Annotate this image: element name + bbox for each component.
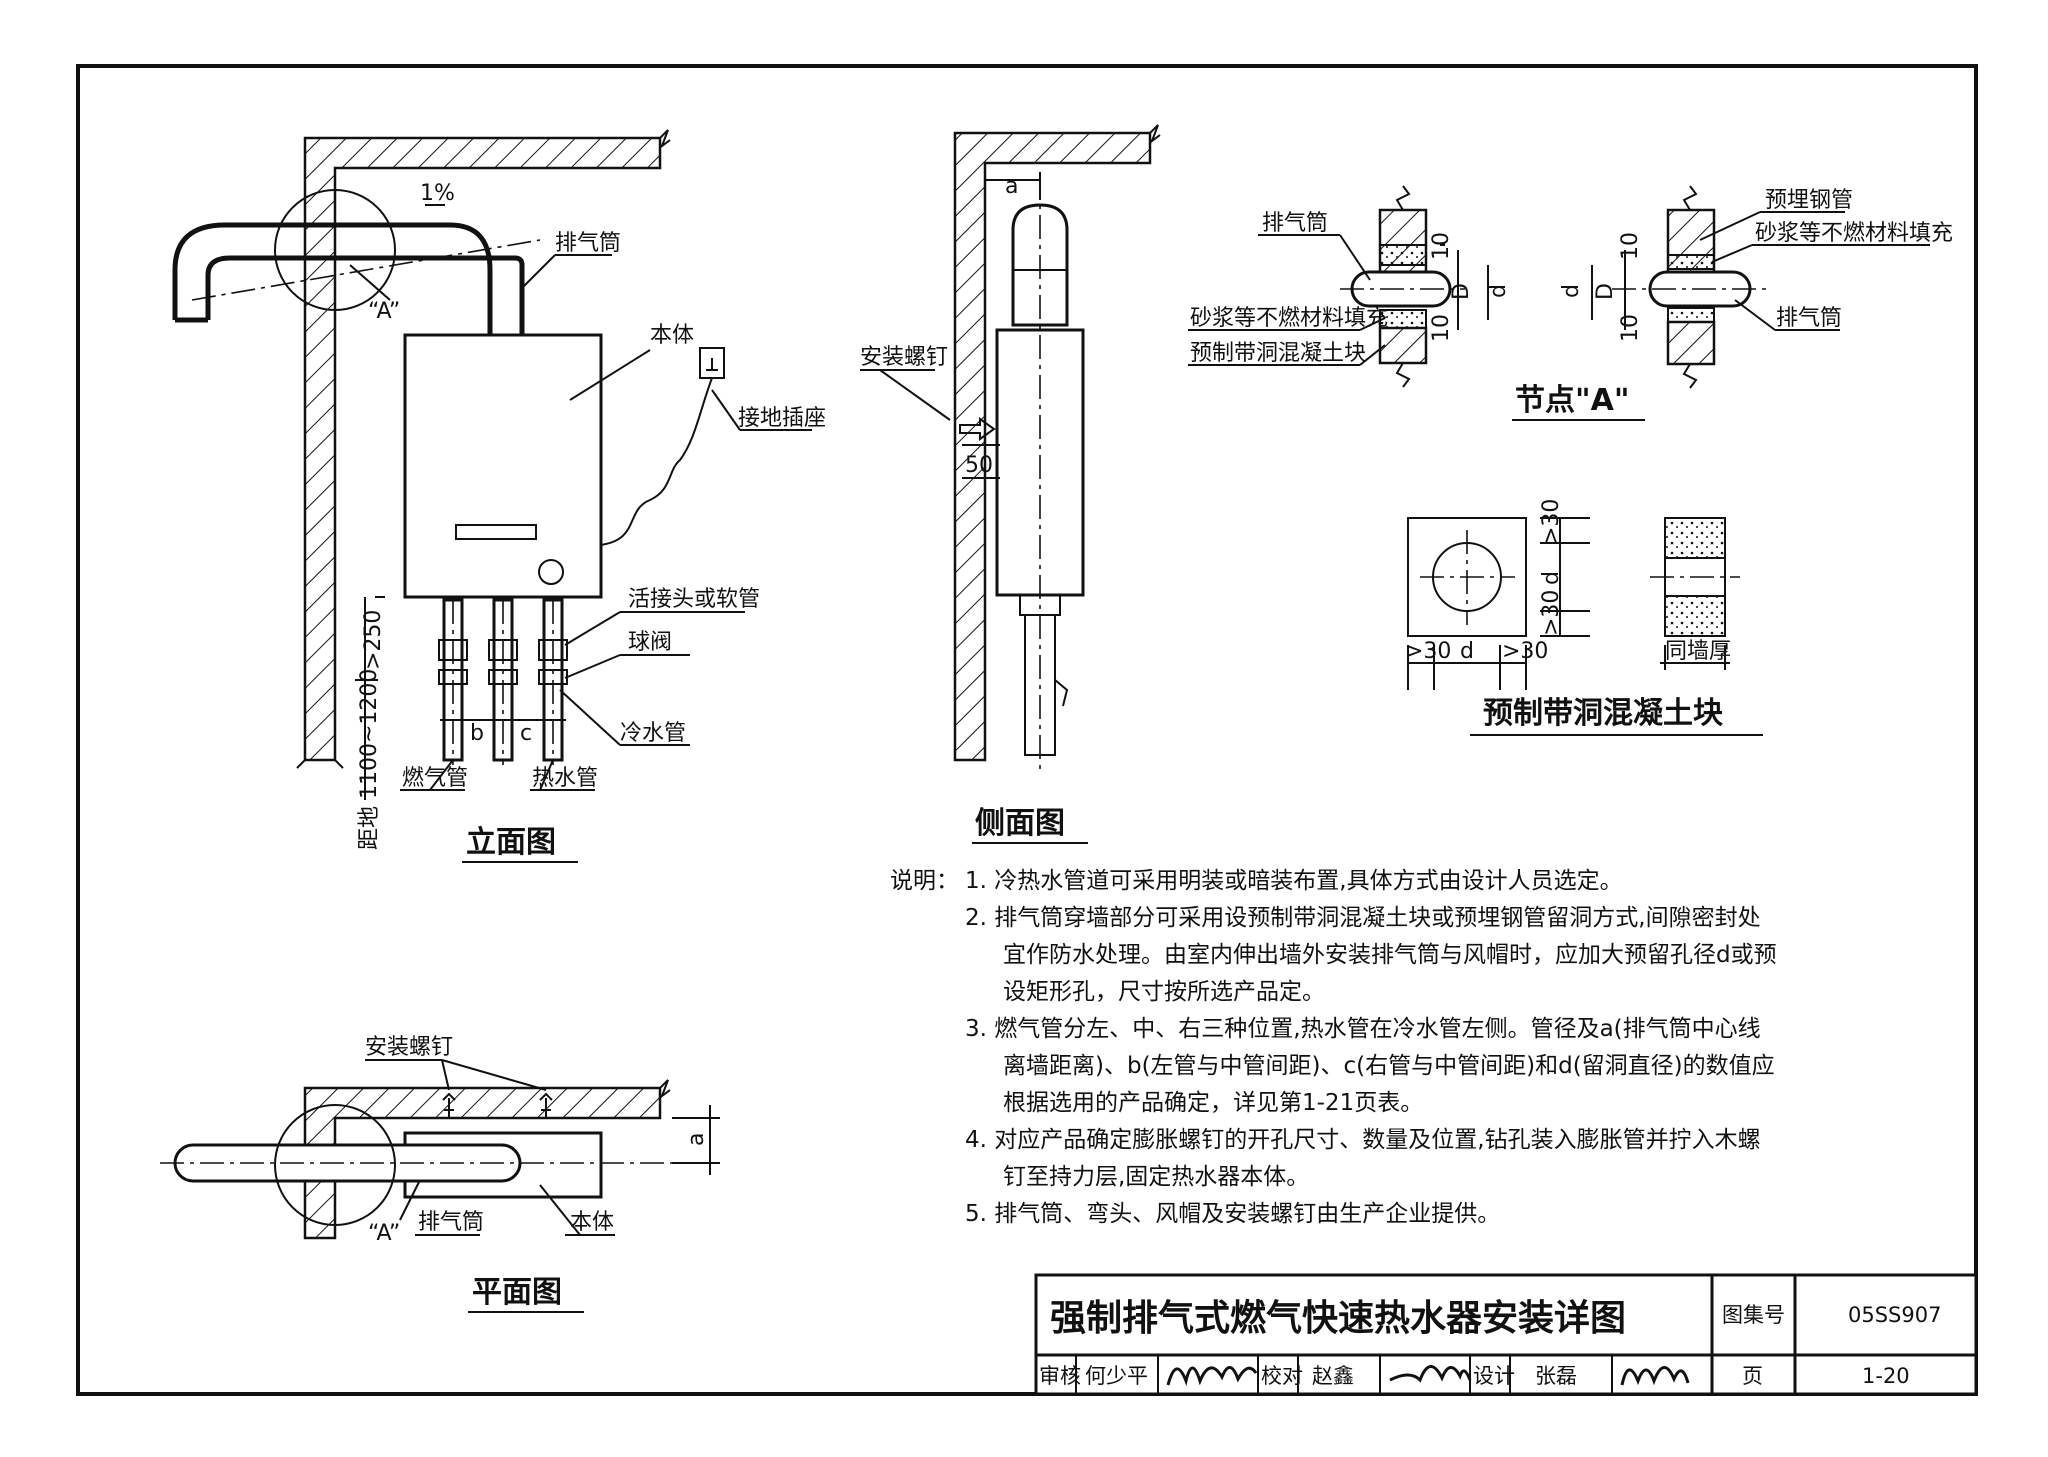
node-title: 节点"A" (1515, 383, 1629, 418)
node-mortar-left: 砂浆等不燃材料填充 (1190, 306, 1388, 331)
page-label: 页 (1742, 1364, 1763, 1388)
note-line-9: 钉至持力层,固定热水器本体。 (1003, 1164, 1309, 1190)
node-dim-10-top-left: 10 (1429, 232, 1454, 260)
node-steel-pipe: 预埋钢管 (1765, 188, 1853, 213)
elevation-node-a-label: “A” (368, 299, 400, 324)
block-dim-d-vert: d (1539, 571, 1564, 585)
note-line-3: 宜作防水处理。由室内伸出墙外安装排气筒与风帽时，应加大预留孔径d或预 (1003, 942, 1777, 968)
side-dim-a: a (1005, 174, 1018, 199)
elevation-body-label: 本体 (650, 323, 694, 348)
note-line-1: 1. 冷热水管道可采用明装或暗装布置,具体方式由设计人员选定。 (965, 868, 1623, 894)
note-line-8: 4. 对应产品确定膨胀螺钉的开孔尺寸、数量及位置,钻孔装入膨胀管并拧入木螺 (965, 1127, 1761, 1153)
notes-section: 说明： 1. 冷热水管道可采用明装或暗装布置,具体方式由设计人员选定。 2. 排… (890, 868, 1777, 1227)
node-a-view: 10 D d 10 d D 10 10 排气筒 砂浆等不燃材料填充 预制带洞混凝… (1188, 185, 1953, 421)
check-label: 校对 (1261, 1364, 1303, 1388)
note-line-5: 3. 燃气管分左、中、右三种位置,热水管在冷水管左侧。管径及a(排气筒中心线 (965, 1016, 1761, 1042)
elevation-slope-label: 1% (420, 181, 455, 206)
plan-view: 安装螺钉 a “A” 排气筒 本体 平面图 (160, 1035, 720, 1313)
plan-node-a-label: “A” (368, 1221, 400, 1246)
elevation-exhaust-label: 排气筒 (555, 231, 621, 256)
note-line-4: 设矩形孔，尺寸按所选产品定。 (1003, 979, 1325, 1005)
designer-signature (1620, 1366, 1690, 1386)
node-dim-d-right: d (1559, 284, 1584, 298)
note-line-2: 2. 排气筒穿墙部分可采用设预制带洞混凝土块或预埋钢管留洞方式,间隙密封处 (965, 905, 1761, 931)
node-dim-10-top-right: 10 (1618, 232, 1643, 260)
checker-signature (1389, 1365, 1472, 1383)
reviewer-signature (1166, 1366, 1258, 1387)
side-dim-50: 50 (965, 453, 993, 478)
elevation-gas-label: 燃气管 (402, 766, 468, 791)
node-dim-10-bot-left: 10 (1429, 314, 1454, 342)
designer-name: 张磊 (1535, 1364, 1577, 1388)
node-mortar-right: 砂浆等不燃材料填充 (1755, 221, 1953, 246)
node-exhaust-right: 排气筒 (1776, 306, 1842, 331)
heater-body (403, 333, 603, 599)
note-line-7: 根据选用的产品确定，详见第1-21页表。 (1003, 1090, 1423, 1116)
design-label: 设计 (1473, 1364, 1515, 1388)
block-dim-30-bot: >30 (1539, 590, 1564, 636)
block-title: 预制带洞混凝土块 (1483, 696, 1723, 731)
block-dim-d-horz: d (1460, 639, 1474, 664)
block-dim-30-top: >30 (1539, 499, 1564, 545)
plan-exhaust-label: 排气筒 (418, 1210, 484, 1235)
elevation-cold-label: 冷水管 (620, 721, 686, 746)
plan-screw-label: 安装螺钉 (365, 1035, 453, 1060)
elevation-hot-label: 热水管 (532, 766, 598, 791)
elevation-view: 1% “A” 排气筒 本体 接地插座 (172, 129, 826, 863)
plan-title: 平面图 (472, 1275, 562, 1310)
elevation-dim-250: >250 (361, 610, 386, 670)
block-wall-thick: 同墙厚 (1665, 639, 1731, 664)
node-block-left: 预制带洞混凝土块 (1190, 341, 1366, 366)
node-dim-D-left: D (1449, 283, 1474, 300)
elevation-title: 立面图 (466, 825, 556, 860)
atlas-number: 05SS907 (1848, 1303, 1941, 1327)
node-dim-d-left: d (1486, 284, 1511, 298)
precast-block-view: >30 d >30 >30 d >30 同墙厚 预制带洞混凝土块 (1405, 499, 1763, 736)
node-exhaust-left: 排气筒 (1262, 211, 1328, 236)
sheet-border (76, 64, 1978, 1396)
node-dim-10-bot-right: 10 (1618, 314, 1643, 342)
note-line-6: 离墙距离)、b(左管与中管间距)、c(右管与中管间距)和d(留洞直径)的数值应 (1003, 1053, 1775, 1079)
note-line-10: 5. 排气筒、弯头、风帽及安装螺钉由生产企业提供。 (965, 1201, 1500, 1227)
plan-body-label: 本体 (570, 1210, 614, 1235)
elevation-pipes (438, 598, 568, 765)
elevation-dim-c: c (520, 721, 532, 746)
review-label: 审核 (1039, 1364, 1081, 1388)
checker-name: 赵鑫 (1312, 1364, 1354, 1388)
title-block: 强制排气式燃气快速热水器安装详图 图集号 05SS907 审核 何少平 校对 赵… (1034, 1273, 1978, 1396)
elevation-valve-label: 球阀 (628, 630, 672, 655)
atlas-label: 图集号 (1722, 1303, 1785, 1327)
side-view: a 安装螺钉 50 侧面图 (860, 124, 1161, 844)
page-number: 1-20 (1862, 1364, 1910, 1388)
elevation-dim-height: 距地 1100~1200 (357, 669, 382, 850)
block-dim-30-right: >30 (1502, 639, 1548, 664)
block-dim-30-left: >30 (1405, 639, 1451, 664)
elevation-dim-b: b (470, 721, 484, 746)
drawing-title: 强制排气式燃气快速热水器安装详图 (1050, 1298, 1626, 1339)
node-dim-D-right: D (1593, 283, 1618, 300)
side-screw-label: 安装螺钉 (860, 345, 948, 370)
reviewer-name: 何少平 (1085, 1364, 1148, 1388)
notes-label: 说明： (890, 868, 959, 894)
plan-dim-a: a (684, 1133, 709, 1146)
side-title: 侧面图 (975, 806, 1065, 841)
elevation-socket-label: 接地插座 (738, 406, 826, 431)
elevation-union-label: 活接头或软管 (628, 587, 760, 612)
